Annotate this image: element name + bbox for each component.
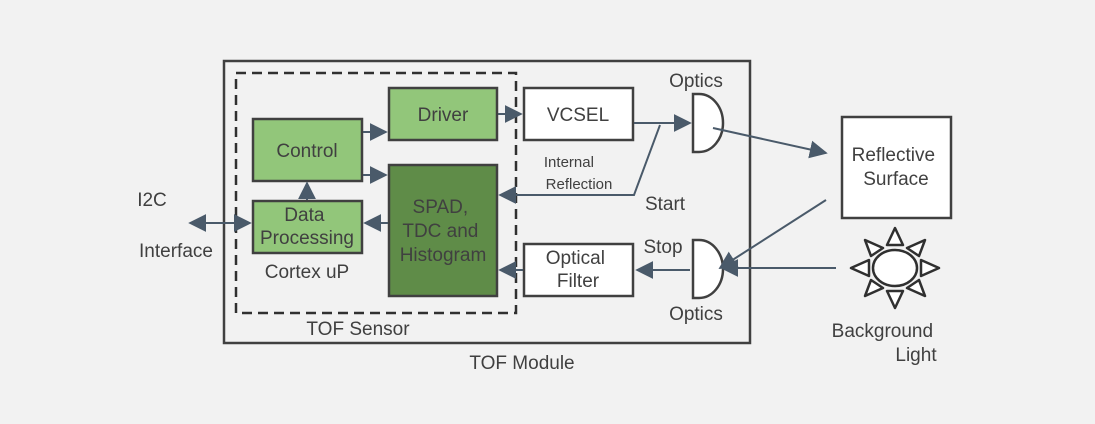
arrow-internal-reflection [498, 124, 661, 204]
i2c-label: I2C [137, 190, 167, 211]
spad-line2: TDC and [402, 221, 478, 242]
control-block [251, 117, 364, 183]
stop-label: Stop [643, 237, 682, 258]
control-label: Control [276, 141, 337, 162]
data-processing-line2: Processing [260, 228, 354, 249]
spad-label: SPAD, TDC and Histogram [400, 197, 487, 266]
internal-reflection-label: Internal Reflection [544, 154, 612, 193]
vcsel-label: VCSEL [547, 105, 609, 126]
optical-filter-line1: Optical [546, 248, 605, 269]
optics-top-lens [691, 92, 725, 154]
sun-ray [863, 238, 885, 258]
tof-module-frame [222, 59, 752, 345]
sun-ray [919, 258, 941, 278]
optical-filter-block [522, 242, 635, 298]
background-light-label: Background Light [832, 321, 939, 366]
start-label: Start [645, 194, 686, 215]
background-light-line1: Background [832, 321, 933, 342]
arrow-optics-to-surface [712, 127, 828, 159]
connector-arrows [188, 105, 836, 279]
spad-line1: SPAD, [413, 197, 469, 218]
sun-ray [905, 278, 927, 298]
optics-top-label: Optics [669, 71, 723, 92]
driver-label: Driver [418, 105, 469, 126]
internal-reflection-line2: Reflection [546, 176, 613, 193]
sun-ray [849, 258, 871, 278]
sun-ray [885, 289, 905, 310]
sun-ray [905, 238, 927, 258]
cortex-label: Cortex uP [265, 262, 349, 283]
sun-ray [863, 278, 885, 298]
sun-icon [849, 226, 941, 310]
driver-block [387, 86, 499, 142]
reflective-surface-label: Reflective Surface [852, 145, 941, 190]
internal-reflection-line1: Internal [544, 154, 594, 171]
optics-bottom-label: Optics [669, 304, 723, 325]
optical-filter-label: Optical Filter [546, 248, 610, 292]
sun-ray [885, 226, 905, 247]
optical-filter-line2: Filter [557, 271, 600, 292]
data-processing-line1: Data [284, 205, 325, 226]
reflective-surface-block [840, 115, 953, 220]
tof-sensor-label: TOF Sensor [306, 319, 410, 340]
reflective-surface-line1: Reflective [852, 145, 935, 166]
tof-module-label: TOF Module [469, 353, 574, 374]
spad-line3: Histogram [400, 245, 487, 266]
reflective-surface-line2: Surface [863, 169, 928, 190]
background-light-line2: Light [895, 345, 937, 366]
interface-label: Interface [139, 241, 213, 262]
optics-bottom-lens [691, 238, 725, 300]
sun-core [871, 248, 919, 288]
data-processing-label: Data Processing [260, 205, 354, 249]
data-processing-block [251, 199, 364, 255]
spad-block [387, 163, 499, 298]
vcsel-block [522, 86, 635, 142]
arrow-surface-to-optics [718, 199, 827, 269]
